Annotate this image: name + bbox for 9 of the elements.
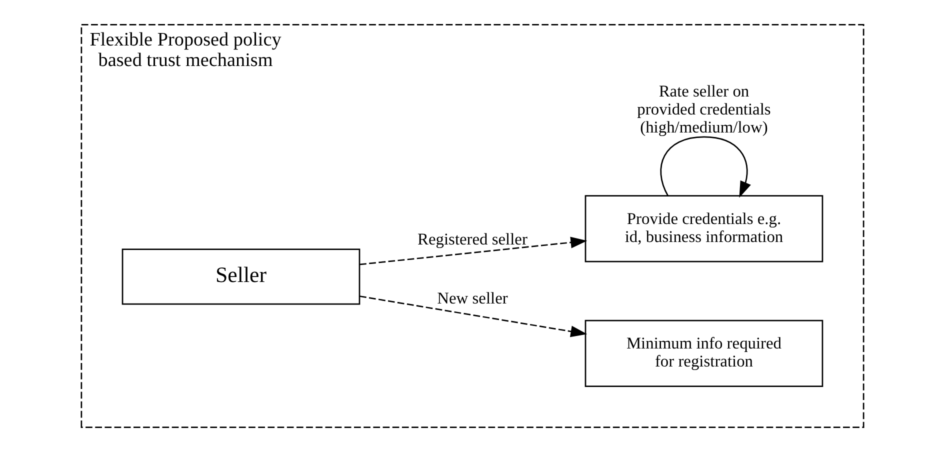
- node-box: Seller: [122, 248, 360, 305]
- node-box: Provide credentials e.g. id, business information: [584, 195, 824, 262]
- edge-label: New seller: [437, 288, 508, 308]
- node-box: Minimum info required for registration: [584, 320, 824, 387]
- edge-label: Registered seller: [418, 230, 528, 249]
- edge-label: Rate seller on provided credentials (high/medium/low): [637, 82, 771, 136]
- arrow: [660, 136, 751, 198]
- arrow: [360, 296, 588, 338]
- arrow: [360, 236, 588, 266]
